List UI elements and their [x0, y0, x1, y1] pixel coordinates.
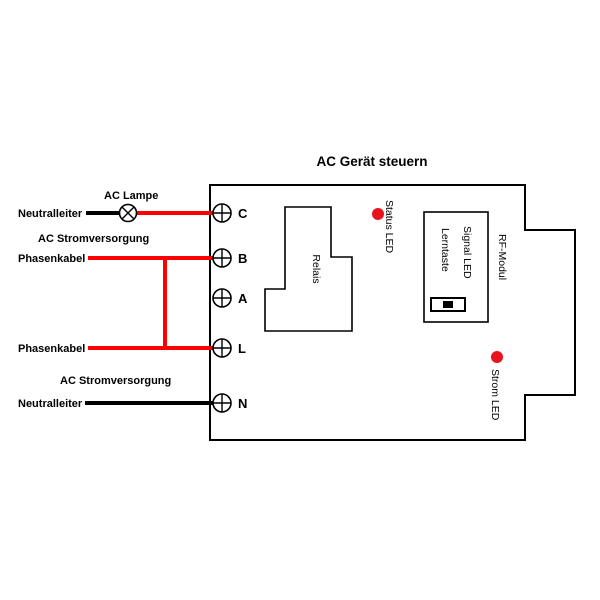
lamp-cross-2 [121, 206, 135, 220]
diagram-title: AC Gerät steuern [316, 154, 427, 169]
terminal-a: A [212, 288, 248, 308]
learn-button-icon [430, 297, 466, 312]
signal-led-label: Signal LED [461, 226, 473, 279]
status-led-icon [372, 208, 384, 220]
label-ac-lamp: AC Lampe [104, 190, 158, 202]
label-phase-top: Phasenkabel [18, 253, 85, 265]
terminal-n: N [212, 393, 247, 413]
terminal-c: C [212, 203, 248, 223]
relay-label: Relais [310, 254, 322, 283]
relay-outline [264, 206, 353, 332]
power-led-label: Strom LED [489, 369, 501, 421]
rf-module-label: RF-Modul [496, 234, 508, 280]
learn-button-label: Lerntaste [439, 228, 451, 272]
power-led-icon [491, 351, 503, 363]
status-led-label: Status LED [383, 200, 395, 254]
terminal-b-label: B [238, 251, 247, 266]
terminal-l: L [212, 338, 246, 358]
terminal-a-label: A [238, 291, 248, 306]
label-supply-top: AC Stromversorgung [38, 233, 149, 245]
terminal-l-label: L [238, 341, 246, 356]
label-neutral-bottom: Neutralleiter [18, 398, 83, 410]
terminal-n-label: N [238, 396, 247, 411]
label-neutral-top: Neutralleiter [18, 208, 83, 220]
terminal-b: B [212, 248, 247, 268]
label-supply-bottom: AC Stromversorgung [60, 375, 171, 387]
terminal-c-label: C [238, 206, 248, 221]
label-phase-bottom: Phasenkabel [18, 343, 85, 355]
